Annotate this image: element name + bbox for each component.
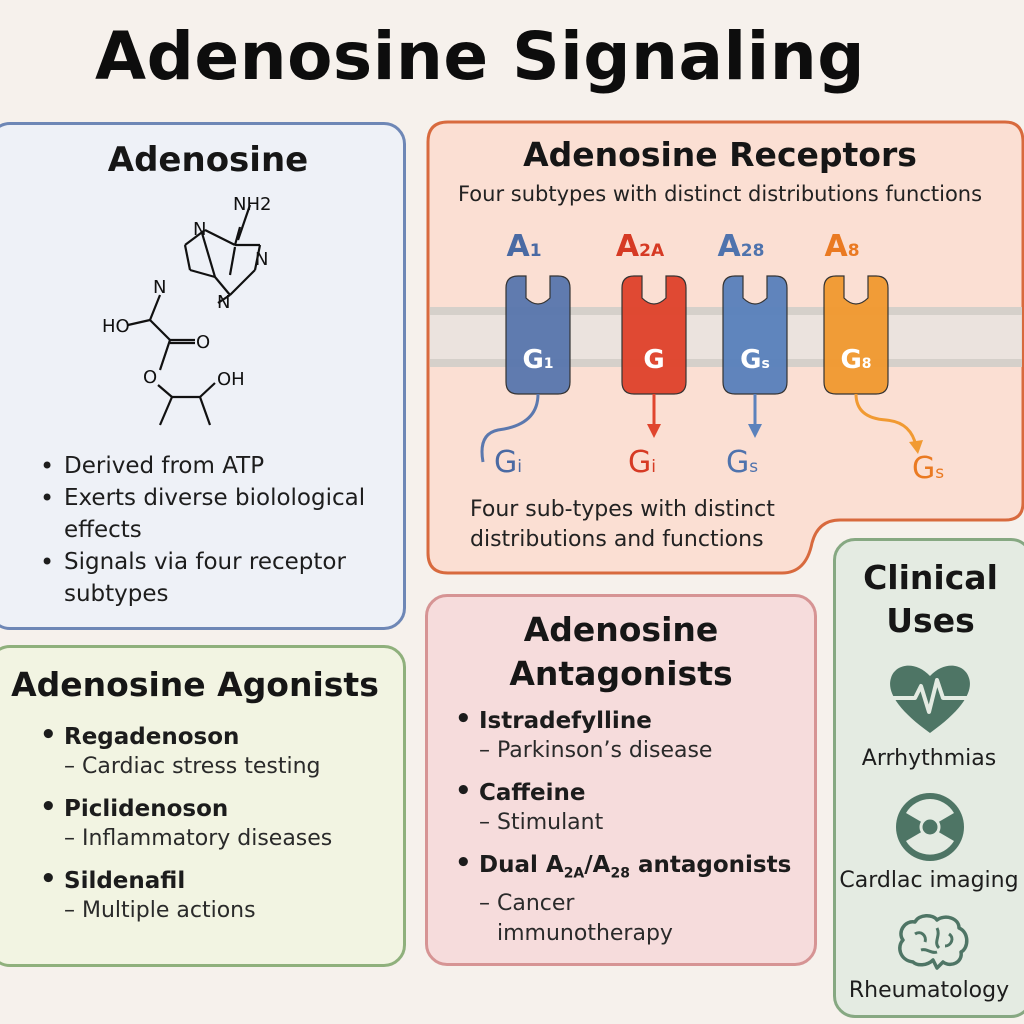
receptor-label: A2A bbox=[616, 229, 665, 264]
receptor-label: A1 bbox=[506, 229, 541, 264]
antagonists-heading-line2: Antagonists bbox=[509, 654, 733, 693]
receptor-label: A8 bbox=[824, 229, 859, 264]
adenosine-bullets: Derived from ATP Exerts diverse biololog… bbox=[40, 450, 390, 610]
receptors-subtitle: Four subtypes with distinct distribution… bbox=[457, 182, 983, 206]
page-title: Adenosine Signaling bbox=[95, 18, 865, 95]
receptor-tail bbox=[480, 393, 540, 463]
receptor-body bbox=[823, 275, 889, 395]
label-ho: HO bbox=[102, 316, 130, 337]
antagonist-item: Caffeine – Stimulant bbox=[455, 776, 805, 838]
radiation-icon bbox=[896, 793, 964, 861]
drug-use: – Multiple actions bbox=[64, 898, 256, 923]
receptor-body bbox=[621, 275, 687, 395]
drug-name: Dual A2A/A28 antagonists bbox=[479, 852, 792, 882]
adenosine-heading: Adenosine bbox=[107, 140, 309, 180]
drug-use-cont: immunotherapy bbox=[497, 920, 673, 946]
clinical-label: Rheumatology bbox=[848, 978, 1010, 1003]
drug-use: – Parkinson’s disease bbox=[479, 738, 713, 763]
drug-name: Piclidenoson bbox=[64, 796, 229, 822]
antagonists-heading: Adenosine Antagonists bbox=[425, 608, 817, 696]
label-n1: N bbox=[193, 219, 206, 240]
adenosine-structure: NH2 N N N N HO O O OH bbox=[102, 194, 271, 426]
bullet-item: Signals via four receptor subtypes bbox=[40, 546, 390, 610]
heart-ecg-icon bbox=[890, 665, 970, 733]
receptor-output-label: Gs bbox=[912, 451, 944, 486]
clinical-label: Arrhythmias bbox=[861, 746, 997, 771]
antagonists-heading-line1: Adenosine bbox=[523, 610, 719, 649]
antagonist-item: Istradefylline – Parkinson’s disease bbox=[455, 704, 805, 766]
drug-name: Regadenoson bbox=[64, 724, 240, 750]
receptor-g-protein-label: Gs bbox=[740, 345, 770, 375]
label-n3: N bbox=[217, 292, 230, 313]
clinical-label: Cardlac imaging bbox=[839, 868, 1019, 893]
drug-name: Istradefylline bbox=[479, 708, 652, 734]
receptor-output-label: Gi bbox=[494, 445, 522, 480]
brain-icon bbox=[898, 914, 969, 970]
receptors-footnote: Four sub-types with distinct distributio… bbox=[470, 495, 775, 555]
receptor-g-protein-label: G bbox=[643, 345, 664, 375]
label-o2: O bbox=[143, 367, 157, 388]
bullet-item: Derived from ATP bbox=[40, 450, 390, 482]
antagonist-item-dual: Dual A2A/A28 antagonists – Cancer immuno… bbox=[455, 848, 805, 949]
label-n4: N bbox=[153, 277, 166, 298]
antagonists-list: Istradefylline – Parkinson’s disease Caff… bbox=[455, 704, 805, 961]
label-n2: N bbox=[255, 249, 268, 270]
clinical-panel bbox=[833, 538, 1024, 1018]
label-nh2: NH2 bbox=[233, 194, 271, 215]
receptors-heading: Adenosine Receptors bbox=[523, 135, 917, 174]
receptor-arrowhead bbox=[909, 440, 923, 454]
drug-use: – Cancer bbox=[479, 890, 575, 916]
receptor-arrowhead bbox=[748, 424, 762, 438]
agonist-item: Piclidenoson – Inflammatory diseases bbox=[40, 792, 380, 854]
receptor-body bbox=[722, 275, 788, 395]
drug-use: – Cardiac stress testing bbox=[64, 754, 321, 779]
label-oh: OH bbox=[217, 369, 245, 390]
agonists-heading: Adenosine Agonists bbox=[11, 665, 379, 704]
receptor-tail bbox=[854, 393, 918, 447]
receptor-g-protein-label: G1 bbox=[522, 345, 553, 375]
agonists-list: Regadenoson – Cardiac stress testing Picl… bbox=[40, 720, 380, 938]
clinical-heading-line2: Uses bbox=[886, 601, 975, 640]
footnote-line2: distributions and functions bbox=[470, 527, 764, 552]
label-o1: O bbox=[196, 332, 210, 353]
bullet-item: Exerts diverse biolological effects bbox=[40, 482, 390, 546]
receptor-output-label: Gs bbox=[726, 445, 758, 480]
drug-name: Caffeine bbox=[479, 780, 586, 806]
drug-use: – Inflammatory diseases bbox=[64, 826, 333, 851]
agonist-item: Sildenafil – Multiple actions bbox=[40, 864, 380, 926]
drug-name: Sildenafil bbox=[64, 868, 186, 894]
clinical-heading: Clinical Uses bbox=[833, 556, 1024, 642]
receptor-arrowhead bbox=[647, 424, 661, 438]
clinical-heading-line1: Clinical bbox=[863, 558, 998, 597]
receptor-output-label: Gi bbox=[628, 445, 656, 480]
receptor-body bbox=[505, 275, 571, 395]
receptor-g-protein-label: G8 bbox=[840, 345, 871, 375]
footnote-line1: Four sub-types with distinct bbox=[470, 497, 775, 522]
drug-use: – Stimulant bbox=[479, 810, 604, 835]
agonist-item: Regadenoson – Cardiac stress testing bbox=[40, 720, 380, 782]
receptor-label: A28 bbox=[718, 229, 765, 264]
